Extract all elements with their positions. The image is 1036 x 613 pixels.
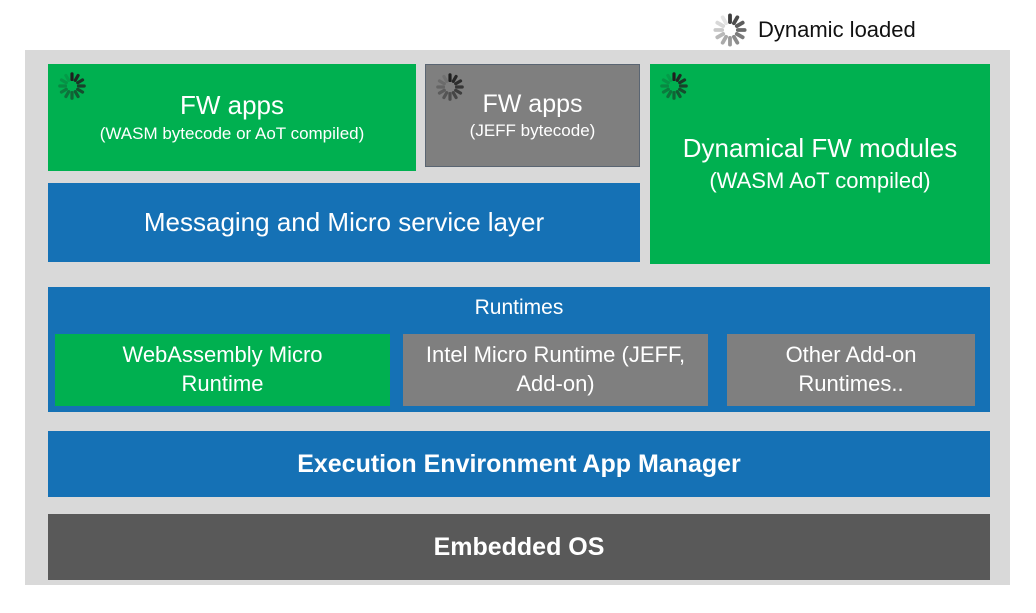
app-manager-title: Execution Environment App Manager — [297, 449, 741, 478]
fw-apps-jeff-subtitle: (JEFF bytecode) — [469, 121, 596, 141]
intel-micro-runtime-box: Intel Micro Runtime (JEFF, Add-on) — [403, 334, 708, 406]
dynamical-fw-modules-box: Dynamical FW modules (WASM AoT compiled) — [650, 64, 990, 264]
dynamical-fw-modules-title: Dynamical FW modules — [682, 132, 958, 163]
intel-micro-runtime-label: Intel Micro Runtime (JEFF, Add-on) — [425, 342, 686, 396]
embedded-os-title: Embedded OS — [433, 532, 605, 561]
fw-apps-wasm-title: FW apps — [179, 90, 285, 121]
architecture-panel: FW apps (WASM bytecode or AoT compiled) … — [25, 50, 1010, 585]
spinner-icon — [435, 72, 465, 102]
fw-apps-jeff-title: FW apps — [482, 89, 583, 118]
other-addon-runtimes-label: Other Add-on Runtimes.. — [785, 342, 917, 396]
app-manager-box: Execution Environment App Manager — [48, 431, 990, 497]
messaging-layer-box: Messaging and Micro service layer — [48, 183, 640, 262]
spinner-icon — [57, 71, 87, 101]
legend: Dynamic loaded — [712, 10, 916, 50]
other-addon-runtimes-box: Other Add-on Runtimes.. — [727, 334, 975, 406]
webassembly-micro-runtime-box: WebAssembly Micro Runtime — [55, 334, 390, 406]
dynamical-fw-modules-subtitle: (WASM AoT compiled) — [709, 167, 931, 193]
runtimes-title: Runtimes — [474, 296, 564, 319]
fw-apps-wasm-box: FW apps (WASM bytecode or AoT compiled) — [48, 64, 416, 171]
fw-apps-jeff-box: FW apps (JEFF bytecode) — [425, 64, 640, 167]
webassembly-micro-runtime-label: WebAssembly Micro Runtime — [122, 342, 323, 396]
embedded-os-box: Embedded OS — [48, 514, 990, 580]
runtimes-container-box: Runtimes WebAssembly Micro Runtime Intel… — [48, 287, 990, 412]
messaging-layer-title: Messaging and Micro service layer — [143, 206, 545, 237]
spinner-icon — [659, 71, 689, 101]
dynamic-loaded-spinner-icon — [712, 12, 748, 48]
fw-apps-wasm-subtitle: (WASM bytecode or AoT compiled) — [99, 123, 365, 143]
legend-label: Dynamic loaded — [758, 17, 916, 42]
